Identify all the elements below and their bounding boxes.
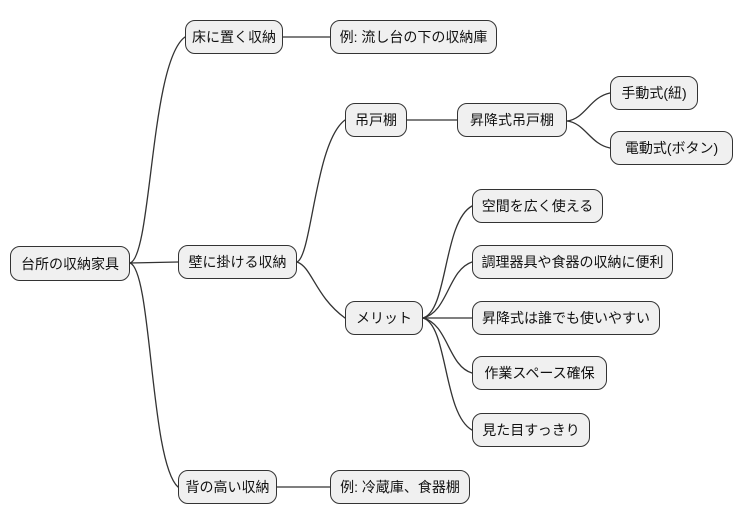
node-manual-type: 手動式(紐) — [610, 76, 698, 110]
node-electric-type: 電動式(ボタン) — [610, 131, 733, 165]
node-merit-easy-to-use: 昇降式は誰でも使いやすい — [472, 301, 660, 335]
connector-root-floor — [129, 36, 186, 264]
connector-lift-electric — [566, 120, 611, 149]
connector-merits-5 — [422, 317, 473, 431]
connector-root-tall — [129, 262, 179, 488]
connector-wall-merits — [296, 261, 346, 319]
connector-merits-4 — [422, 317, 473, 374]
node-root: 台所の収納家具 — [10, 246, 130, 281]
connector-root-wall — [129, 261, 179, 264]
node-tall-storage: 背の高い収納 — [178, 470, 277, 504]
node-merit-workspace: 作業スペース確保 — [472, 356, 607, 390]
node-merit-space: 空間を広く使える — [472, 189, 603, 223]
node-merits: メリット — [345, 301, 423, 335]
node-wall-storage: 壁に掛ける収納 — [178, 245, 297, 279]
connector-merits-2 — [422, 261, 473, 319]
connector-lift-manual — [566, 92, 611, 122]
node-merit-clean-look: 見た目すっきり — [472, 413, 590, 447]
node-floor-storage: 床に置く収納 — [185, 20, 283, 54]
node-hanging-cupboard: 吊戸棚 — [345, 103, 407, 137]
node-floor-example: 例: 流し台の下の収納庫 — [330, 20, 497, 54]
node-merit-convenient: 調理器具や食器の収納に便利 — [472, 245, 673, 279]
connector-merits-1 — [422, 205, 473, 319]
connector-wall-cupboard — [296, 119, 346, 263]
node-lift-hanging-cupboard: 昇降式吊戸棚 — [457, 103, 567, 137]
node-tall-example: 例: 冷蔵庫、食器棚 — [330, 470, 470, 504]
